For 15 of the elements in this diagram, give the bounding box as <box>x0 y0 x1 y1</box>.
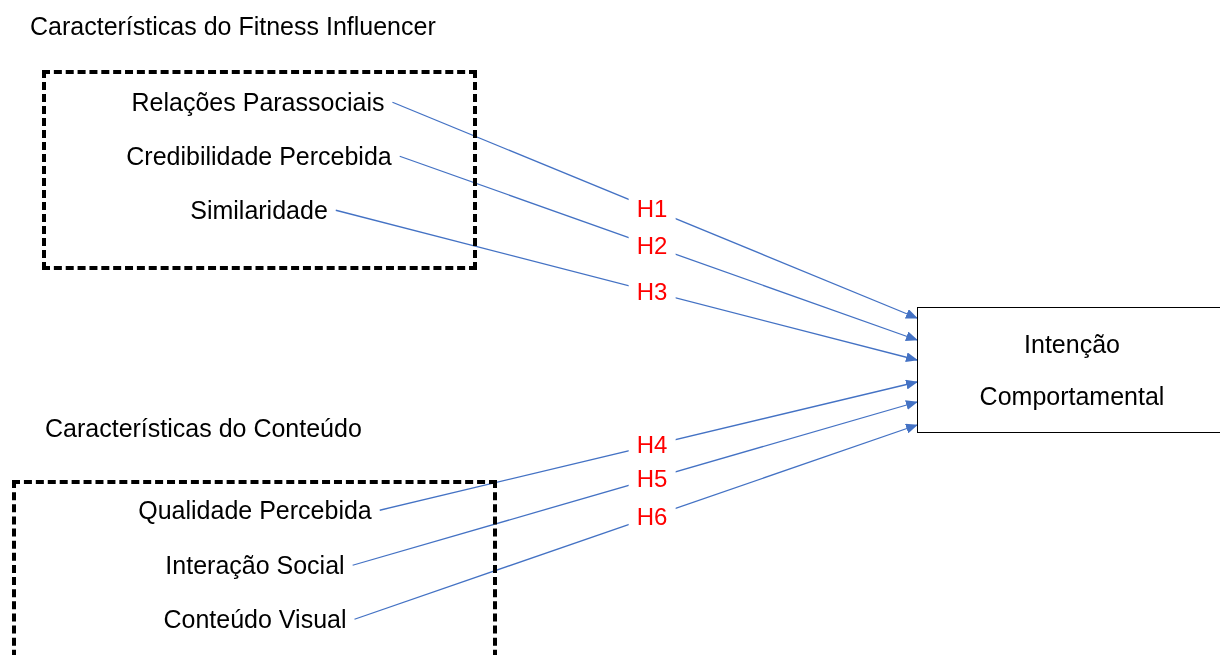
arrow <box>391 101 918 319</box>
group-heading: Características do Conteúdo <box>45 413 362 444</box>
arrow <box>352 400 918 566</box>
factor-label: Conteúdo Visual <box>163 605 347 634</box>
group-heading: Características do Fitness Influencer <box>30 11 436 42</box>
factor-label: Interação Social <box>165 551 345 580</box>
arrow <box>399 155 918 342</box>
arrow <box>335 209 918 363</box>
factor-label: Credibilidade Percebida <box>126 142 392 171</box>
factor-label: Relações Parassociais <box>131 88 385 117</box>
factor-label: Qualidade Percebida <box>138 496 372 525</box>
arrow <box>353 423 918 620</box>
arrow <box>379 379 918 511</box>
factor-label: Similaridade <box>190 196 328 225</box>
outcome-box: Intenção Comportamental <box>917 307 1220 433</box>
